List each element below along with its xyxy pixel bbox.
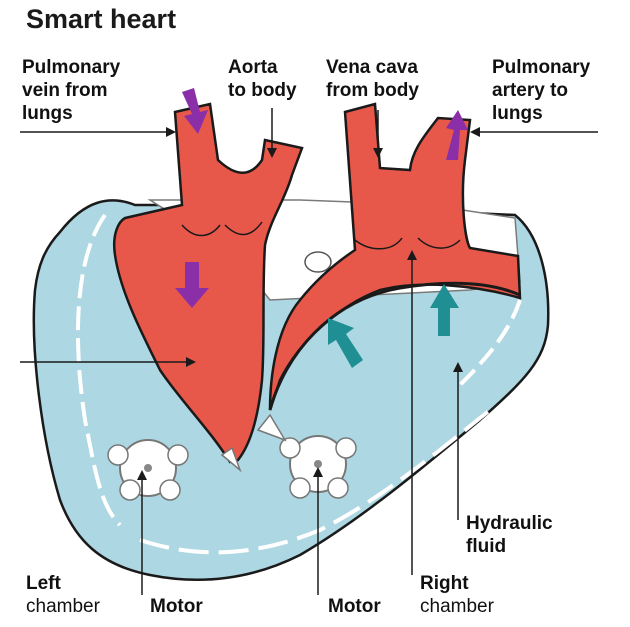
label-motor-right: Motor xyxy=(328,595,381,618)
label-motor-left: Motor xyxy=(150,595,203,618)
label-left-chamber: Left chamber xyxy=(26,572,100,618)
label-pulmonary-vein: Pulmonary vein from lungs xyxy=(22,56,120,125)
label-hydraulic-fluid: Hydraulic fluid xyxy=(466,512,553,558)
label-pulmonary-artery: Pulmonary artery to lungs xyxy=(492,56,590,125)
label-vena-cava: Vena cava from body xyxy=(326,56,419,102)
motor-left-icon xyxy=(108,440,188,500)
label-aorta: Aorta to body xyxy=(228,56,297,102)
label-right-chamber: Right chamber xyxy=(420,572,494,618)
plate-hole-icon xyxy=(305,252,331,272)
